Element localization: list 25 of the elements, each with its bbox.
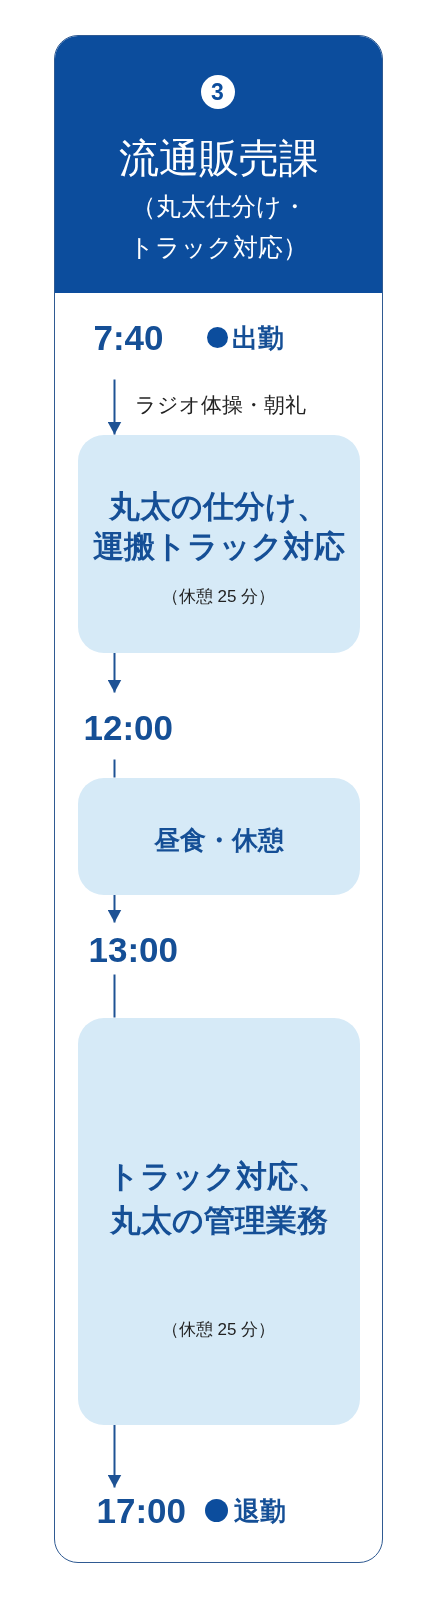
activity-title: 丸太の仕分け、運搬トラック対応: [92, 487, 345, 566]
schedule-card: [54, 35, 383, 1563]
activity-title: トラック対応、丸太の管理業務: [108, 1157, 329, 1240]
arrow: [107, 1423, 122, 1489]
time-label: 13:00: [88, 932, 179, 967]
break-note: （休憩 25 分）: [161, 1321, 276, 1338]
connector-line: [113, 758, 116, 779]
arrow: [107, 378, 122, 436]
activity-box: [77, 434, 360, 653]
time-label: 12:00: [83, 710, 174, 745]
department-title: 流通販売課: [118, 137, 319, 178]
time-label: 7:40: [93, 320, 164, 355]
connector-line: [113, 973, 116, 1019]
number-badge: 3: [200, 74, 235, 109]
activity-box: [77, 1017, 360, 1425]
arrow: [107, 893, 122, 924]
time-label: 17:00: [96, 1493, 187, 1528]
activity-title: 昼食・休憩: [153, 826, 284, 853]
edge-label: ラジオ体操・朝礼: [134, 394, 306, 415]
activity-box: [77, 777, 360, 895]
subtitle: （丸太仕分け・トラック対応）: [128, 191, 309, 263]
status-label: 出勤: [231, 324, 284, 351]
break-note: （休憩 25 分）: [161, 588, 276, 605]
status-label: 退勤: [233, 1497, 286, 1524]
arrow: [107, 651, 122, 694]
